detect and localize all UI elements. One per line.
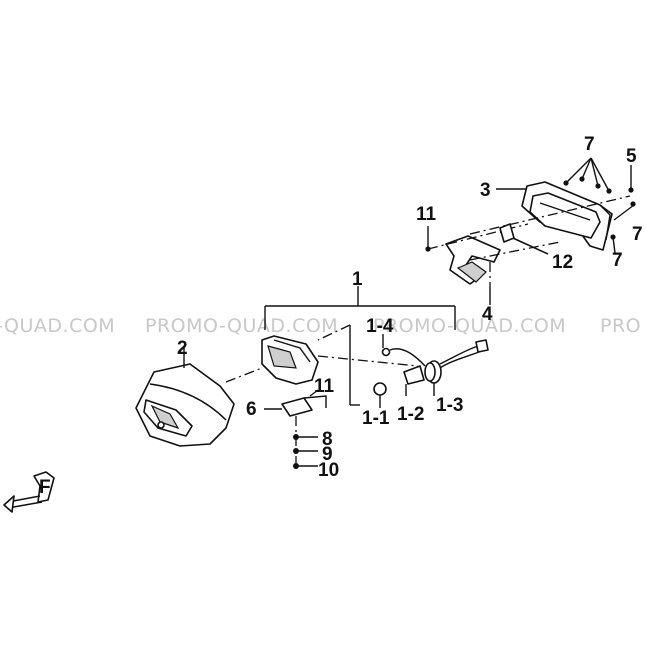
bulb-socket-part bbox=[373, 339, 489, 396]
callout-7-bottom: 7 bbox=[612, 250, 623, 271]
callout-1-2: 1-2 bbox=[397, 404, 424, 425]
callout-11-top: 11 bbox=[416, 204, 437, 225]
headlight-cover-part bbox=[135, 346, 235, 447]
callout-1-3: 1-3 bbox=[436, 395, 463, 416]
watermark-text-1: -QUAD.COM bbox=[0, 315, 115, 337]
callout-7-right: 7 bbox=[632, 224, 643, 245]
front-arrow-icon: F bbox=[3, 471, 55, 513]
callout-1-4: 1-4 bbox=[366, 316, 394, 337]
small-bracket-part bbox=[281, 395, 327, 469]
callout-8: 8 bbox=[322, 429, 333, 450]
watermark-text-2: PROMO-QUAD.COM bbox=[145, 315, 338, 337]
callout-4: 4 bbox=[482, 304, 493, 325]
watermark-band: -QUAD.COM PROMO-QUAD.COM PROMO-QUAD.COM … bbox=[0, 315, 641, 337]
callout-6: 6 bbox=[246, 399, 257, 420]
callout-2: 2 bbox=[177, 338, 188, 359]
watermark-text-4: PRO bbox=[600, 315, 641, 337]
headlight-housing-part bbox=[261, 335, 319, 385]
mounting-bracket-part bbox=[445, 235, 501, 285]
front-letter: F bbox=[39, 477, 51, 498]
callout-1-1: 1-1 bbox=[362, 408, 390, 429]
watermark-text-3: PROMO-QUAD.COM bbox=[373, 315, 566, 337]
callout-12: 12 bbox=[552, 252, 573, 273]
callout-3: 3 bbox=[480, 180, 491, 201]
callout-7-top: 7 bbox=[584, 134, 595, 155]
callout-10: 10 bbox=[318, 460, 339, 481]
callout-1: 1 bbox=[352, 269, 363, 290]
callout-9: 9 bbox=[322, 444, 333, 465]
meter-cover-part bbox=[521, 181, 613, 251]
callout-11-lower: 11 bbox=[314, 376, 335, 397]
callout-5: 5 bbox=[626, 146, 637, 167]
